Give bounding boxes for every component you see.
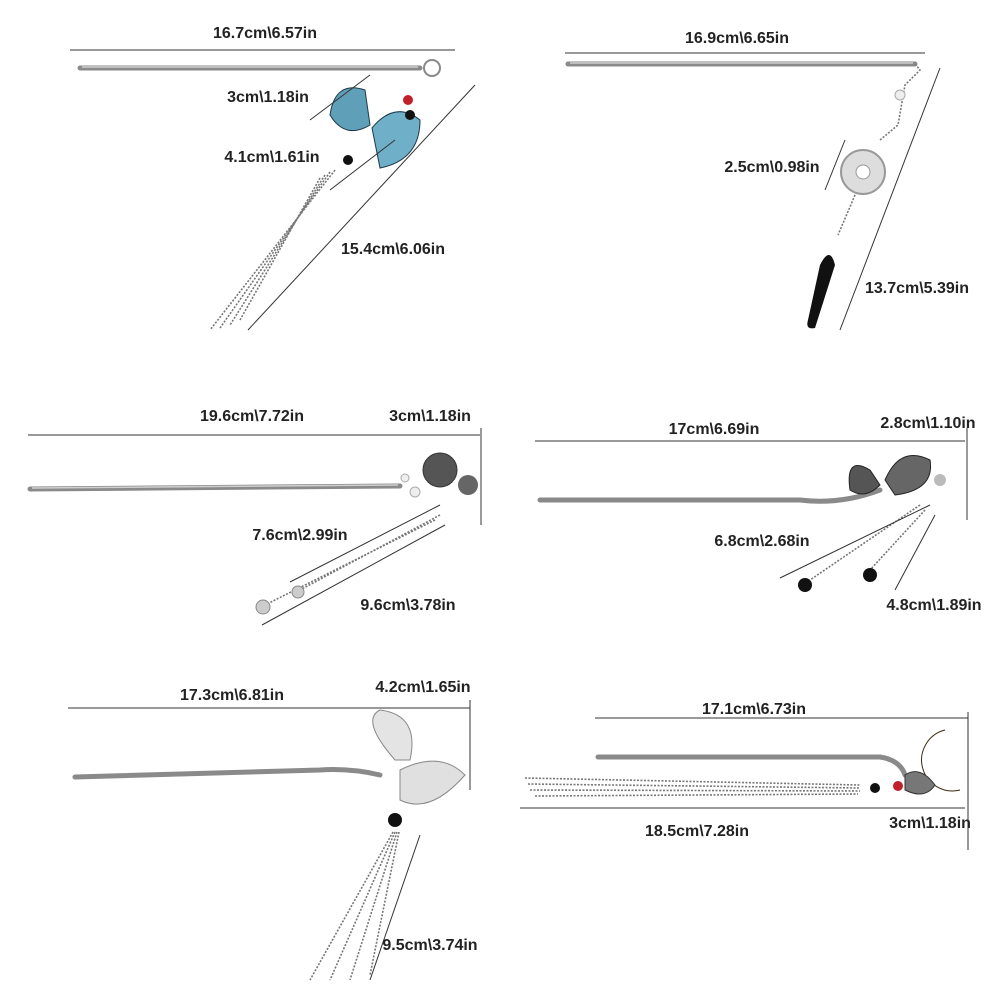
label-tassel: 9.5cm\3.74in bbox=[382, 937, 477, 954]
dimension-line-ornament-width bbox=[309, 74, 371, 121]
label-tassel: 15.4cm\6.06in bbox=[341, 241, 445, 258]
label-short-chain: 4.8cm\1.89in bbox=[886, 597, 981, 614]
hairpin-stick bbox=[72, 767, 383, 780]
swirl-head bbox=[423, 59, 441, 77]
butterfly-wing-left bbox=[329, 87, 371, 132]
black-bead bbox=[405, 110, 415, 120]
butterfly-wing-upper bbox=[372, 709, 413, 761]
black-bead bbox=[798, 578, 812, 592]
label-pendant: 13.7cm\5.39in bbox=[865, 280, 969, 297]
black-bead bbox=[870, 783, 880, 793]
black-pendant bbox=[807, 255, 835, 329]
butterfly-wing-left bbox=[848, 465, 881, 495]
panel-silver-butterfly-hairpin: 17.3cm\6.81in 4.2cm\1.65in 9.5cm\3.74in bbox=[68, 679, 478, 981]
label-ornament: 4.2cm\1.65in bbox=[375, 679, 470, 696]
label-ornament: 3cm\1.18in bbox=[389, 408, 471, 425]
dimension-line-short-chain bbox=[894, 514, 936, 591]
label-length: 17.3cm\6.81in bbox=[180, 687, 284, 704]
label-length: 19.6cm\7.72in bbox=[200, 408, 304, 425]
dimension-line-tassel bbox=[369, 834, 421, 981]
black-bead bbox=[863, 568, 877, 582]
disc-hole bbox=[855, 164, 871, 180]
label-short-chain: 7.6cm\2.99in bbox=[252, 527, 347, 544]
label-ornament-height: 4.1cm\1.61in bbox=[224, 149, 319, 166]
label-long-chain: 6.8cm\2.68in bbox=[714, 533, 809, 550]
pearl-bead bbox=[400, 473, 410, 483]
butterfly-wing-lower bbox=[399, 760, 466, 805]
flower-bud bbox=[934, 474, 946, 486]
label-length: 16.9cm\6.65in bbox=[685, 30, 789, 47]
label-ornament: 3cm\1.18in bbox=[889, 815, 971, 832]
hairpin-stick bbox=[595, 754, 908, 778]
panel-moon-tassel-hairpin: 17.1cm\6.73in 18.5cm\7.28in 3cm\1.18in bbox=[520, 701, 971, 850]
panel-jade-disc-hairpin: 16.9cm\6.65in 2.5cm\0.98in 13.7cm\5.39in bbox=[565, 30, 969, 331]
chain bbox=[879, 63, 922, 141]
butterfly-wing-right bbox=[884, 455, 932, 496]
stick-highlight bbox=[31, 484, 399, 489]
panel-black-butterfly-hairpin: 17cm\6.69in 2.8cm\1.10in 6.8cm\2.68in 4.… bbox=[535, 415, 982, 614]
label-length: 17.1cm\6.73in bbox=[702, 701, 806, 718]
chain-tassel bbox=[209, 169, 336, 331]
label-ornament: 2.8cm\1.10in bbox=[880, 415, 975, 432]
red-bead bbox=[403, 95, 413, 105]
label-ornament-width: 3cm\1.18in bbox=[227, 89, 309, 106]
label-length: 16.7cm\6.57in bbox=[213, 25, 317, 42]
dimension-line-pendant bbox=[839, 67, 941, 331]
black-bead bbox=[388, 813, 402, 827]
dimension-line-long-chain bbox=[261, 524, 446, 626]
butterfly-wing-right bbox=[371, 111, 421, 169]
label-long-chain: 9.6cm\3.78in bbox=[360, 597, 455, 614]
label-length: 17cm\6.69in bbox=[669, 421, 760, 438]
hairpin-stick bbox=[27, 483, 403, 492]
crystal-bead bbox=[255, 599, 271, 615]
hairpin-stick bbox=[537, 487, 883, 504]
chain-tassel bbox=[309, 831, 400, 981]
dimension-line-tassel bbox=[247, 84, 476, 331]
rose-flower bbox=[422, 452, 458, 488]
dimension-line-short-chain bbox=[289, 504, 441, 583]
crystal-bead bbox=[291, 585, 305, 599]
pearl-bead bbox=[894, 89, 906, 101]
crescent-moon bbox=[921, 729, 961, 792]
black-bead bbox=[343, 155, 353, 165]
panel-butterfly-tassel-hairpin: 16.7cm\6.57in 3cm\1.18in 4.1cm\1.61in 15… bbox=[70, 25, 476, 331]
dimension-line-ornament-height bbox=[329, 139, 396, 191]
red-bead bbox=[893, 781, 903, 791]
pearl-bead bbox=[409, 486, 421, 498]
chain bbox=[837, 194, 856, 236]
rose-flower-small bbox=[458, 475, 478, 495]
label-disc: 2.5cm\0.98in bbox=[724, 159, 819, 176]
chain-tassel bbox=[524, 777, 861, 797]
panel-rose-hairpin: 19.6cm\7.72in 3cm\1.18in 7.6cm\2.99in 9.… bbox=[27, 408, 482, 626]
chains bbox=[809, 504, 926, 581]
dimension-line-disc bbox=[824, 139, 846, 191]
cloud-ornament bbox=[904, 771, 936, 795]
label-tassel: 18.5cm\7.28in bbox=[645, 823, 749, 840]
dimension-line-long-chain bbox=[779, 504, 931, 579]
